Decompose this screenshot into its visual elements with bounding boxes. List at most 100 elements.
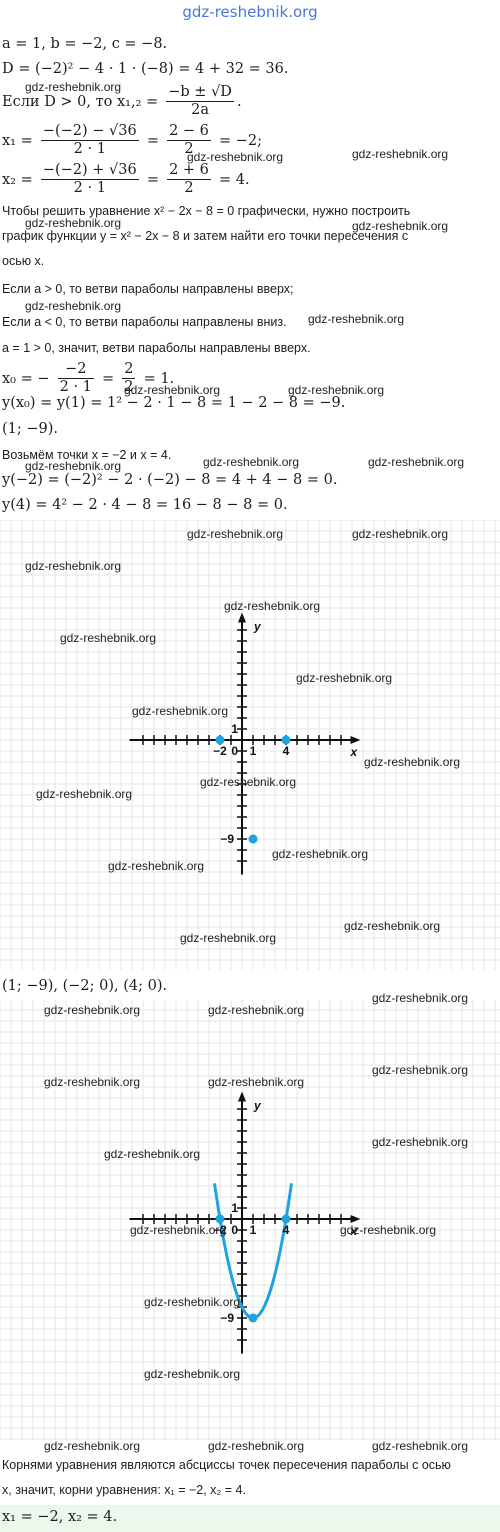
watermark: gdz-reshebnik.org [25,459,122,473]
x0-num-2: 2 [122,361,136,379]
four-label: 4 [283,744,290,758]
watermark: gdz-reshebnik.org [187,150,284,164]
watermark: gdz-reshebnik.org [372,1135,469,1149]
root-formula-tail: . [236,94,242,110]
watermark: gdz-reshebnik.org [132,704,229,718]
root-formula-line: Если D > 0, то x₁,₂ = −b ± √D 2a . [2,84,242,119]
x2-den: 2 · 1 [73,180,106,196]
conclusion-1: Корнями уравнения являются абсциссы точе… [2,1458,451,1472]
one-y-label: 1 [231,722,238,736]
branches-down-text: Если a < 0, то ветви параболы направлены… [2,315,287,329]
x1-lhs: x₁ = [2,133,33,149]
site-header[interactable]: gdz-reshebnik.org [182,3,318,21]
watermark: gdz-reshebnik.org [180,931,277,945]
y-axis-arrow [238,612,246,623]
watermark: gdz-reshebnik.org [368,455,465,469]
conclusion-2: x, значит, корни уравнения: x₁ = −2, x₂ … [2,1483,246,1497]
watermark: gdz-reshebnik.org [108,859,205,873]
data-point [248,1313,258,1323]
graph-intro-3: осью x. [2,254,45,268]
x2-fraction-2: 2 + 6 2 [167,162,211,197]
axes [129,612,361,875]
one-y-label: 1 [231,1201,238,1215]
watermark: gdz-reshebnik.org [60,631,157,645]
x2-rest: = 4. [219,172,250,188]
origin-label: 0 [231,744,238,758]
data-point [215,1214,225,1224]
watermark: gdz-reshebnik.org [272,847,369,861]
watermark: gdz-reshebnik.org [224,599,321,613]
watermark: gdz-reshebnik.org [25,216,122,230]
vertex-line: (1; −9). [2,421,59,437]
data-point [281,735,291,745]
watermark: gdz-reshebnik.org [187,527,284,541]
data-point [248,834,258,844]
x1-line: x₁ = −(−2) − √36 2 · 1 = 2 − 6 2 = −2; [2,123,262,158]
watermark: gdz-reshebnik.org [203,455,300,469]
watermark: gdz-reshebnik.org [352,147,449,161]
watermark: gdz-reshebnik.org [344,919,441,933]
watermark: gdz-reshebnik.org [130,1223,227,1237]
x-axis-arrow [350,1215,361,1223]
x0-num: −2 [57,361,94,379]
a-positive-text: a = 1 > 0, значит, ветви параболы направ… [2,341,311,355]
watermark: gdz-reshebnik.org [208,1003,305,1017]
y-minus-two-line: y(−2) = (−2)² − 2 · (−2) − 8 = 4 + 4 − 8… [2,472,338,488]
if-d-text: Если D > 0, то x₁,₂ = [2,94,159,110]
branches-up-text: Если a > 0, то ветви параболы направлены… [2,282,294,296]
x0-fraction-2: 2 2 [122,361,136,396]
watermark: gdz-reshebnik.org [296,671,393,685]
root-formula-fraction: −b ± √D 2a [166,84,234,119]
watermark: gdz-reshebnik.org [372,1439,469,1453]
points-layer [215,1214,291,1323]
discriminant-line: D = (−2)² − 4 · 1 · (−8) = 4 + 32 = 36. [2,61,289,77]
x1-num: −(−2) − √36 [40,123,139,141]
watermark: gdz-reshebnik.org [25,559,122,573]
points-graph: y x 0 1 1 −2 4 −9 [0,520,500,970]
watermark: gdz-reshebnik.org [44,1439,141,1453]
x1-eq: = [146,133,159,149]
watermark: gdz-reshebnik.org [124,383,221,397]
answer-box: x₁ = −2, x₂ = 4. [0,1505,500,1532]
watermark: gdz-reshebnik.org [208,1075,305,1089]
x1-fraction-2: 2 − 6 2 [167,123,211,158]
minus-nine-label: −9 [220,832,234,846]
x1-den-2: 2 [184,141,194,157]
x2-line: x₂ = −(−2) + √36 2 · 1 = 2 + 6 2 = 4. [2,162,250,197]
data-point [281,1214,291,1224]
watermark: gdz-reshebnik.org [200,775,297,789]
watermark: gdz-reshebnik.org [44,1075,141,1089]
watermark: gdz-reshebnik.org [25,80,122,94]
minus-two-label: −2 [213,1223,227,1237]
y-axis-label: y [253,620,262,634]
watermark: gdz-reshebnik.org [208,1439,305,1453]
watermark: gdz-reshebnik.org [36,787,133,801]
x-axis-arrow [350,736,361,744]
y-axis-arrow [238,1091,246,1102]
x2-lhs: x₂ = [2,172,33,188]
data-point [215,735,225,745]
x1-num-2: 2 − 6 [167,123,211,141]
grid [0,1000,500,1440]
x2-fraction: −(−2) + √36 2 · 1 [40,162,139,197]
x1-rest: = −2; [219,133,263,149]
x0-den: 2 · 1 [59,379,92,395]
x1-fraction: −(−2) − √36 2 · 1 [40,123,139,158]
watermark: gdz-reshebnik.org [372,1063,469,1077]
take-points-text: Возьмём точки x = −2 и x = 4. [2,448,172,462]
root-formula-num: −b ± √D [166,84,234,102]
watermark: gdz-reshebnik.org [104,1147,201,1161]
x0-eq: = [101,371,115,387]
minus-two-label: −2 [213,744,227,758]
four-label: 4 [283,1223,290,1237]
x0-fraction: −2 2 · 1 [57,361,94,396]
watermark: gdz-reshebnik.org [44,1003,141,1017]
origin-label: 0 [231,1223,238,1237]
x2-num-2: 2 + 6 [167,162,211,180]
x1-den: 2 · 1 [73,141,106,157]
watermark: gdz-reshebnik.org [288,383,385,397]
x2-den-2: 2 [184,180,194,196]
x0-den-2: 2 [124,379,134,395]
x-axis-label: x [350,1224,359,1238]
x0-rest: = 1. [143,371,175,387]
